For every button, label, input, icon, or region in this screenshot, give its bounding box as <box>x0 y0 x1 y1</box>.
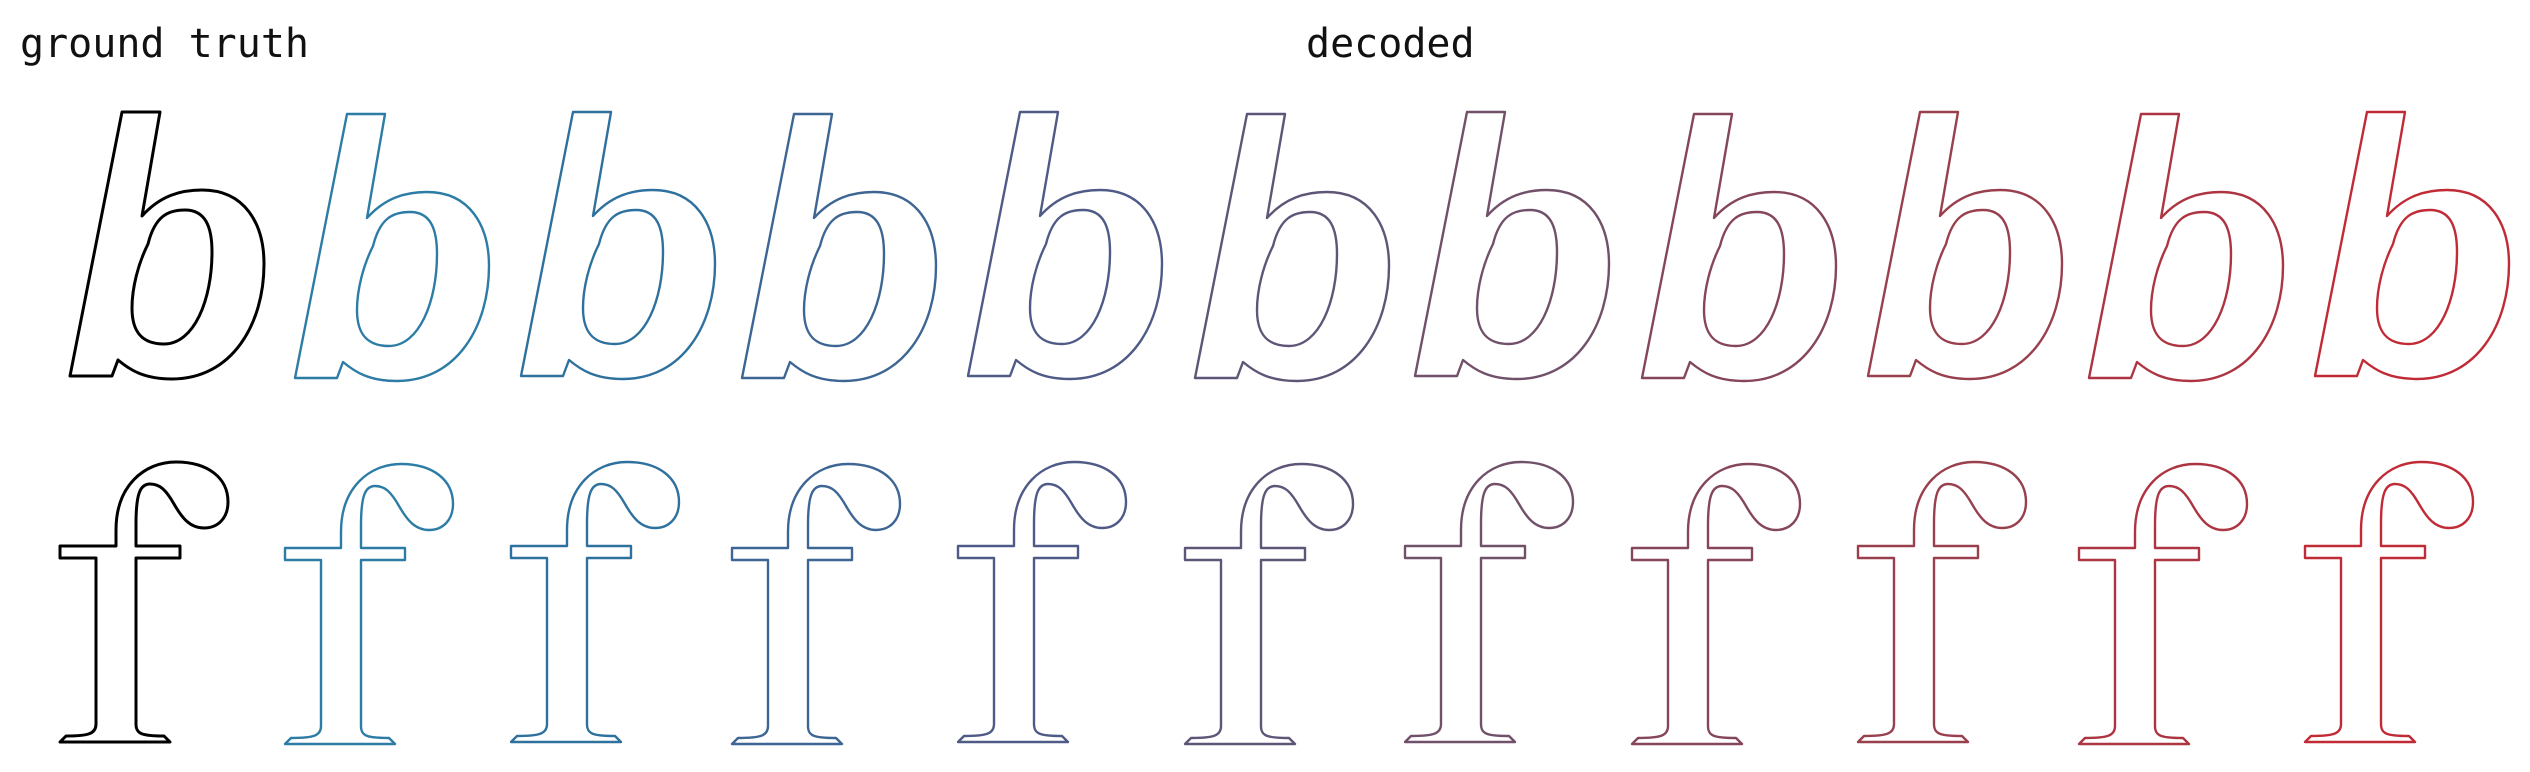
inner-contour <box>1475 208 1559 346</box>
inner-contour <box>1028 208 1112 346</box>
outer-contour <box>2077 462 2248 746</box>
inner-contour <box>2375 208 2459 346</box>
outer-contour <box>1856 460 2028 744</box>
ground-truth-label: ground truth <box>20 21 309 67</box>
decoded-glyph-f-4 <box>956 458 1168 748</box>
decoded-glyph-b-5 <box>1183 104 1393 394</box>
inner-contour <box>130 208 214 346</box>
outer-contour <box>293 112 490 383</box>
outer-contour <box>1630 462 1801 746</box>
glyph-outline-f <box>1630 462 1801 746</box>
glyph-outline-b <box>966 110 1164 381</box>
inner-contour <box>355 210 438 348</box>
outer-contour <box>2087 112 2284 383</box>
decoded-glyph-f-7 <box>1630 458 1842 748</box>
outer-contour <box>2303 460 2475 744</box>
glyph-outline-f <box>2303 460 2475 744</box>
decoded-glyph-f-2 <box>509 458 719 748</box>
outer-contour <box>966 110 1164 381</box>
outer-contour <box>740 112 937 383</box>
outer-contour <box>956 460 1128 744</box>
outer-contour <box>1183 462 1354 746</box>
outer-contour <box>1413 110 1611 381</box>
glyph-outline-b <box>68 110 266 381</box>
decoded-glyph-b-1 <box>285 104 495 394</box>
glyph-outline-b <box>1193 112 1390 383</box>
glyph-outline-f <box>1403 460 1575 744</box>
glyph-outline-f <box>730 462 901 746</box>
decoded-glyph-f-10 <box>2303 458 2515 748</box>
glyph-outline-b <box>293 112 490 383</box>
decoded-glyph-f-3 <box>730 458 944 748</box>
glyph-outline-b <box>1866 110 2064 381</box>
outer-contour <box>519 110 717 381</box>
outer-contour <box>1193 112 1390 383</box>
decoded-glyph-f-6 <box>1403 458 1617 748</box>
glyph-outline-f <box>58 460 230 744</box>
decoded-glyph-b-3 <box>734 104 944 394</box>
glyph-outline-b <box>1413 110 1611 381</box>
inner-contour <box>802 210 885 348</box>
outer-contour <box>1640 112 1837 383</box>
decoded-glyph-b-4 <box>958 104 1168 394</box>
decoded-glyph-b-2 <box>509 104 719 394</box>
outer-contour <box>1866 110 2064 381</box>
glyph-outline-b <box>740 112 937 383</box>
decoded-glyph-b-10 <box>2305 104 2515 394</box>
inner-contour <box>581 208 665 346</box>
decoded-glyph-b-6 <box>1407 104 1617 394</box>
inner-contour <box>1255 210 1338 348</box>
inner-contour <box>1702 210 1785 348</box>
outer-contour <box>68 110 266 381</box>
glyph-outline-f <box>956 460 1128 744</box>
decoded-glyph-f-1 <box>283 458 495 748</box>
glyph-outline-f <box>509 460 681 744</box>
inner-contour <box>1928 208 2012 346</box>
decoded-glyph-f-5 <box>1183 458 1393 748</box>
glyph-outline-f <box>2077 462 2248 746</box>
decoded-glyph-b-7 <box>1632 104 1842 394</box>
glyph-outline-f <box>283 462 454 746</box>
decoded-glyph-f-8 <box>1856 458 2066 748</box>
outer-contour <box>509 460 681 744</box>
glyph-outline-f <box>1183 462 1354 746</box>
glyph-outline-b <box>2313 110 2511 381</box>
outer-contour <box>730 462 901 746</box>
glyph-outline-b <box>519 110 717 381</box>
outer-contour <box>283 462 454 746</box>
glyph-outline-b <box>2087 112 2284 383</box>
glyph-outline-f <box>1856 460 2028 744</box>
outer-contour <box>1403 460 1575 744</box>
ground-truth-glyph-b <box>60 104 270 394</box>
decoded-label: decoded <box>1306 21 1475 67</box>
decoded-glyph-b-8 <box>1856 104 2066 394</box>
decoded-glyph-f-9 <box>2077 458 2291 748</box>
ground-truth-glyph-f <box>58 458 270 748</box>
inner-contour <box>2149 210 2232 348</box>
glyph-outline-b <box>1640 112 1837 383</box>
outer-contour <box>2313 110 2511 381</box>
decoded-glyph-b-9 <box>2081 104 2291 394</box>
outer-contour <box>58 460 230 744</box>
